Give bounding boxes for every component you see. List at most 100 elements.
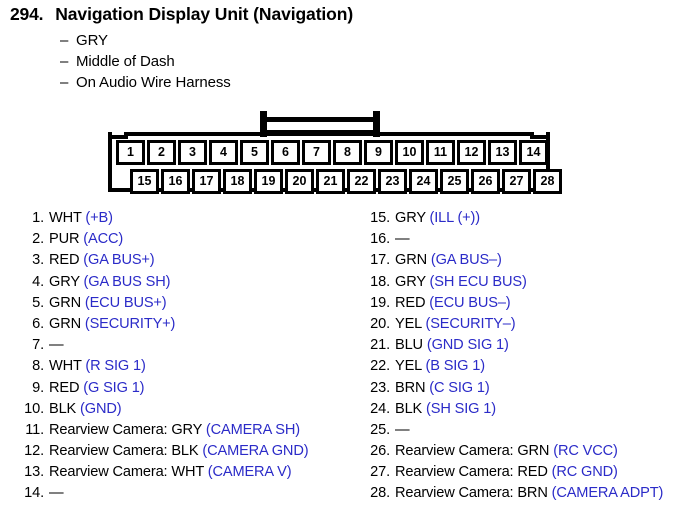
- pin-signal-name: (C SIG 1): [425, 379, 490, 396]
- connector-pin-6: 6: [271, 140, 300, 165]
- connector-pin-17: 17: [192, 169, 221, 194]
- connector-pin-3: 3: [178, 140, 207, 165]
- pin-number: 22.: [370, 358, 390, 375]
- pin-list-item: 21.BLU (GND SIG 1): [360, 337, 663, 358]
- connector-pin-25: 25: [440, 169, 469, 194]
- connector-pin-7: 7: [302, 140, 331, 165]
- pin-signal-name: (SH SIG 1): [422, 400, 496, 417]
- pin-wire-color: GRY: [395, 273, 426, 290]
- connector-latch-post-left: [260, 111, 267, 137]
- pin-wire-color: GRN: [49, 315, 81, 332]
- pin-signal-name: (GA BUS+): [79, 252, 155, 269]
- pin-wire-color: WHT: [49, 210, 82, 226]
- pin-number: 3.: [32, 252, 44, 269]
- connector-latch-bar: [260, 117, 380, 122]
- pin-wire-color: YEL: [395, 358, 422, 375]
- pin-wire-color: Rearview Camera: GRY: [49, 421, 202, 438]
- pin-number: 20.: [370, 315, 390, 332]
- pin-wire-color: —: [49, 485, 64, 502]
- pin-wire-color: —: [395, 231, 410, 248]
- pin-number: 23.: [370, 379, 390, 396]
- pin-number: 14.: [24, 485, 44, 502]
- pin-wire-color: Rearview Camera: WHT: [49, 464, 204, 481]
- pin-signal-name: (SH ECU BUS): [425, 273, 527, 290]
- pin-number: 4.: [32, 273, 44, 290]
- pin-number: 25.: [370, 421, 390, 438]
- pin-signal-name: (B SIG 1): [421, 358, 485, 375]
- pin-signal-name: (CAMERA ADPT): [547, 485, 664, 502]
- connector-pin-18: 18: [223, 169, 252, 194]
- detail-line-harness: –On Audio Wire Harness: [60, 74, 231, 91]
- pin-list-item: 2.PUR (ACC): [14, 231, 308, 252]
- bullet-dash: –: [60, 32, 69, 49]
- pin-number: 5.: [32, 294, 44, 311]
- pin-list-item: 25.—: [360, 422, 663, 443]
- connector-pin-20: 20: [285, 169, 314, 194]
- pin-number: 9.: [32, 379, 44, 396]
- pin-wire-color: WHT: [49, 358, 82, 375]
- connector-latch-post-right: [373, 111, 380, 137]
- pin-signal-name: (G SIG 1): [79, 379, 145, 396]
- pin-number: 26.: [370, 443, 390, 460]
- pin-wire-color: RED: [49, 379, 80, 396]
- pin-list-item: 20.YEL (SECURITY–): [360, 316, 663, 337]
- pin-signal-name: (ILL (+)): [425, 210, 481, 226]
- pin-list-item: 8.WHT (R SIG 1): [14, 358, 308, 379]
- connector-pin-11: 11: [426, 140, 455, 165]
- pin-wire-color: Rearview Camera: RED: [395, 464, 548, 481]
- pin-list-item: 22. YEL (B SIG 1): [360, 358, 663, 379]
- pin-signal-name: (GA BUS SH): [79, 273, 171, 290]
- pin-list-item: 11.Rearview Camera: GRY (CAMERA SH): [14, 422, 308, 443]
- entry-title: Navigation Display Unit (Navigation): [55, 4, 354, 24]
- connector-notch-right: [530, 132, 546, 139]
- pin-wire-color: GRY: [49, 273, 80, 290]
- connector-pin-21: 21: [316, 169, 345, 194]
- pin-signal-name: (ECU BUS+): [80, 294, 167, 311]
- pin-wire-color: RED: [395, 294, 426, 311]
- pin-list-item: 4. GRY (GA BUS SH): [14, 274, 308, 295]
- connector-pin-1: 1: [116, 140, 145, 165]
- connector-pin-8: 8: [333, 140, 362, 165]
- pin-wire-color: Rearview Camera: GRN: [395, 443, 550, 460]
- pin-list-item: 14. —: [14, 485, 308, 506]
- page-title: 294. Navigation Display Unit (Navigation): [10, 4, 353, 25]
- pin-signal-name: (ECU BUS–): [425, 294, 511, 311]
- pin-number: 27.: [370, 464, 390, 481]
- pin-number: 2.: [32, 231, 44, 248]
- pin-wire-color: GRN: [49, 294, 81, 311]
- pin-list-item: 9. RED (G SIG 1): [14, 380, 308, 401]
- pin-wire-color: Rearview Camera: BLK: [49, 443, 199, 460]
- connector-pin-2: 2: [147, 140, 176, 165]
- connector-pin-4: 4: [209, 140, 238, 165]
- connector-pin-14: 14: [519, 140, 548, 165]
- pin-list-item: 17.GRN (GA BUS–): [360, 252, 663, 273]
- pin-list-item: 18.GRY (SH ECU BUS): [360, 274, 663, 295]
- pin-number: 7.: [32, 337, 44, 354]
- pin-wire-color: RED: [49, 252, 80, 269]
- pin-list-item: 16.—: [360, 231, 663, 252]
- connector-pin-23: 23: [378, 169, 407, 194]
- detail-line-location: –Middle of Dash: [60, 53, 175, 70]
- detail-text: GRY: [76, 32, 108, 49]
- pin-signal-name: (GND SIG 1): [422, 337, 509, 354]
- pin-signal-name: (RC GND): [547, 464, 618, 481]
- pin-list-item: 19.RED (ECU BUS–): [360, 295, 663, 316]
- pin-signal-name: (+B): [81, 210, 113, 226]
- connector-pin-16: 16: [161, 169, 190, 194]
- pin-wire-color: BLU: [395, 337, 423, 354]
- pin-wire-color: BRN: [395, 379, 426, 396]
- pin-signal-name: (SECURITY+): [80, 315, 176, 332]
- entry-number: 294.: [10, 4, 44, 24]
- pin-wire-color: YEL: [395, 315, 422, 332]
- connector-pin-19: 19: [254, 169, 283, 194]
- detail-text: On Audio Wire Harness: [76, 74, 231, 91]
- connector-pin-15: 15: [130, 169, 159, 194]
- pin-number: 12.: [24, 443, 44, 460]
- connector-pin-5: 5: [240, 140, 269, 165]
- pin-signal-name: (GND): [76, 400, 122, 417]
- pin-list-item: 24.BLK (SH SIG 1): [360, 401, 663, 422]
- pin-wire-color: —: [49, 337, 64, 354]
- connector-notch-left: [112, 132, 128, 139]
